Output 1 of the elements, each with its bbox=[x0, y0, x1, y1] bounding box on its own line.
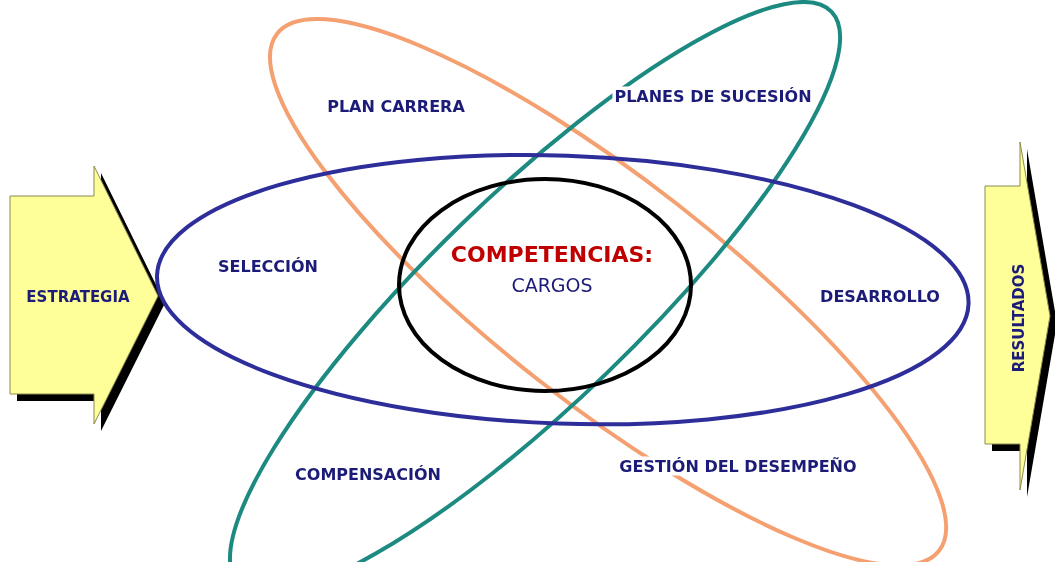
region-label: GESTIÓN DEL DESEMPEÑO bbox=[617, 456, 859, 476]
